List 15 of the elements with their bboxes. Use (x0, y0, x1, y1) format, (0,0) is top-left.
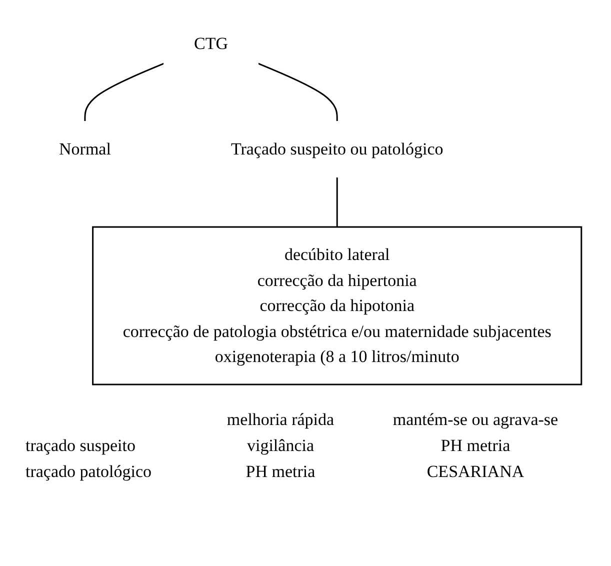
node-box: decúbito lateral correcção da hipertonia correcção da hipotonia correcção de patologia obstétrica e/ou maternidade subjacentes oxigenoterapia (8 a 10 litros/minuto (92, 226, 582, 385)
table-cell-text: PH metria (244, 462, 316, 482)
connector (258, 62, 338, 122)
node-text: CTG (194, 34, 228, 53)
row-header: traçado suspeito (26, 436, 136, 456)
row-header: traçado patológico (26, 462, 153, 482)
column-header: melhoria rápida (226, 410, 336, 430)
table-cell-text: PH metria (440, 436, 512, 456)
connector (336, 176, 338, 227)
table-cell-text: vigilância (246, 436, 316, 456)
column-header: mantém-se ou agrava-se (392, 410, 560, 430)
node-text: Normal (59, 139, 112, 158)
connector (84, 62, 165, 122)
table-cell-text: CESARIANA (426, 462, 526, 482)
node-text: Traçado suspeito ou patológico (231, 139, 444, 158)
